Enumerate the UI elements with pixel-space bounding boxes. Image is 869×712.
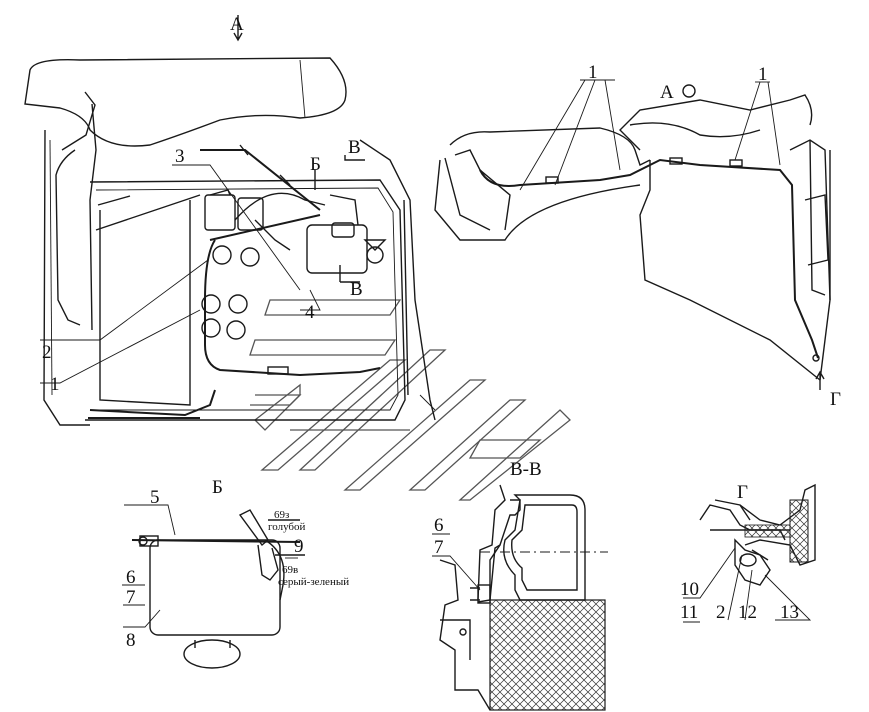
section-title-vv: В-В [510, 459, 542, 480]
callout-13: 13 [780, 602, 799, 623]
callout-4: 4 [305, 302, 315, 323]
callout-6-vv: 6 [434, 515, 444, 536]
callout-8: 8 [126, 630, 136, 651]
callout-2: 2 [42, 342, 52, 363]
view-marker-g: Г [830, 389, 841, 410]
view-g [683, 483, 816, 623]
callout-5: 5 [150, 487, 160, 508]
view-a [434, 79, 831, 390]
callout-12: 12 [738, 602, 757, 623]
wire-69z-color: голубой [268, 521, 306, 533]
wire-69z-code: 69з [274, 509, 289, 521]
section-title-b: Б [212, 477, 223, 498]
callout-1-view-a-left: 1 [588, 62, 598, 83]
section-title-g: Г [737, 482, 748, 503]
callout-11: 11 [680, 602, 698, 623]
watermark [249, 299, 571, 501]
main-view [24, 15, 436, 426]
view-marker-a-top: А [230, 14, 244, 35]
labels: А А Б В В Г 3 4 2 1 1 1 Б В-В Г 5 6 7 8 … [42, 14, 841, 651]
callout-1-view-a-right: 1 [758, 64, 768, 85]
view-marker-b: Б [310, 154, 321, 175]
callout-1-main: 1 [50, 374, 60, 395]
wire-69v-color: серый-зеленый [278, 576, 349, 588]
view-vv [432, 484, 608, 711]
callout-9: 9 [294, 536, 304, 557]
callout-7-b: 7 [126, 587, 136, 608]
view-marker-v-bottom: В [350, 279, 363, 300]
view-marker-v-top: В [348, 137, 361, 158]
view-b [122, 504, 305, 669]
callout-3: 3 [175, 146, 185, 167]
callout-10: 10 [680, 579, 699, 600]
wire-69v-code: 69в [282, 564, 298, 576]
callout-7-vv: 7 [434, 537, 444, 558]
view-marker-a-right: А [660, 82, 674, 103]
callout-6-b: 6 [126, 567, 136, 588]
callout-2-g: 2 [716, 602, 726, 623]
